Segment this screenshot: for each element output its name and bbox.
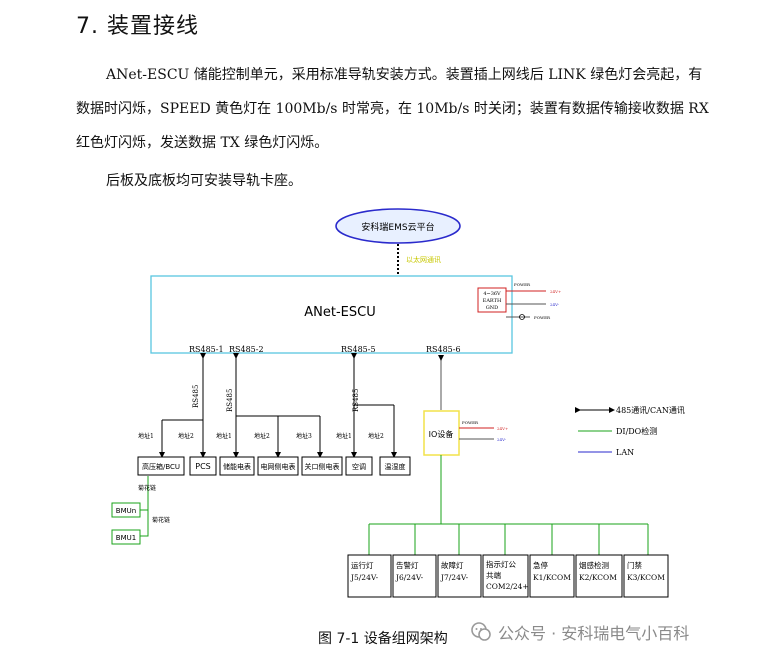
io-item-box-4 bbox=[482, 554, 529, 598]
addr-pcs: 地址2 bbox=[178, 432, 194, 440]
io-item-6-line-1: 烟感检测 bbox=[579, 560, 609, 570]
io-item-7-line-2: K3/KCOM bbox=[627, 573, 665, 582]
device-box-th bbox=[379, 456, 411, 476]
device-box-grid-meter bbox=[257, 456, 299, 476]
power-box bbox=[477, 287, 507, 313]
io-item-4: 指示灯公 共端 COM2/24+ bbox=[482, 554, 529, 598]
io-power-label: POWER bbox=[462, 420, 479, 425]
legend-label-lan: LAN bbox=[616, 448, 634, 457]
power-label-24vp: 24V+ bbox=[550, 289, 561, 294]
io-device-label: IO设备 bbox=[429, 429, 454, 439]
main-unit-box bbox=[150, 275, 513, 354]
bmu-chain-line bbox=[140, 476, 149, 537]
paragraph-rail: 后板及底板均可安装导轨卡座。 bbox=[106, 173, 302, 189]
port-rs485-5: RS485-5 bbox=[341, 345, 376, 354]
io-item-5-line-1: 急停 bbox=[533, 560, 548, 570]
device-label-bcu: 高压箱/BCU bbox=[142, 462, 180, 471]
io-item-4-line-3: COM2/24+ bbox=[486, 582, 529, 591]
io-drops bbox=[368, 524, 649, 555]
bus1-label: RS485 bbox=[192, 385, 200, 408]
device-box-storage-meter bbox=[219, 456, 255, 476]
figure-caption: 图 7-1 设备组网架构 bbox=[318, 631, 448, 647]
io-item-2-line-1: 告警灯 bbox=[396, 560, 419, 570]
bmu-box-n bbox=[111, 502, 141, 518]
cloud-link-label: 以太网通讯 bbox=[406, 255, 441, 264]
device-label-ac: 空调 bbox=[352, 462, 366, 471]
cloud-label: 安科瑞EMS云平台 bbox=[361, 221, 434, 233]
device-label-grid-meter: 电网侧电表 bbox=[261, 462, 296, 471]
device-label-pcs: PCS bbox=[195, 462, 211, 471]
io-item-4-line-1: 指示灯公 bbox=[486, 559, 516, 569]
io-item-6-line-2: K2/KCOM bbox=[579, 573, 617, 582]
io-item-1: 运行灯 J5/24V- bbox=[347, 554, 392, 598]
io-item-5-line-2: K1/KCOM bbox=[533, 573, 571, 582]
io-item-6: 烟感检测 K2/KCOM bbox=[575, 554, 623, 598]
device-label-storage-meter: 储能电表 bbox=[223, 462, 251, 471]
io-item-5: 急停 K1/KCOM bbox=[529, 554, 575, 598]
port-rs485-1: RS485-1 bbox=[189, 345, 224, 354]
bus5-label: RS485 bbox=[352, 389, 360, 412]
io-item-box-6 bbox=[575, 554, 623, 598]
addr-bcu: 地址1 bbox=[138, 432, 154, 440]
bmu-box-1 bbox=[111, 529, 141, 545]
power-label-top: POWER bbox=[514, 282, 531, 287]
io-item-1-line-2: J5/24V- bbox=[350, 573, 379, 582]
port-rs485-2: RS485-2 bbox=[229, 345, 264, 354]
addr-gate-meter: 地址3 bbox=[296, 432, 312, 440]
power-label-earth: POWER bbox=[534, 315, 551, 320]
io-item-2: 告警灯 J6/24V- bbox=[392, 554, 437, 598]
device-box-bcu bbox=[137, 456, 185, 476]
legend-label-dido: DI/DO检测 bbox=[616, 426, 657, 436]
cloud-ellipse bbox=[335, 208, 461, 244]
bmu-chain-label-1: 菊花链 bbox=[138, 484, 156, 492]
io-item-box-3 bbox=[437, 554, 482, 598]
device-box-gate-meter bbox=[301, 456, 343, 476]
bmu-label-n: BMUn bbox=[116, 507, 136, 515]
io-item-box-1 bbox=[347, 554, 392, 598]
section-heading: 7. 装置接线 bbox=[76, 14, 199, 39]
device-label-th: 温湿度 bbox=[385, 462, 406, 471]
watermark: 公众号 · 安科瑞电气小百科 bbox=[470, 620, 689, 644]
io-item-box-2 bbox=[392, 554, 437, 598]
io-item-3-line-2: J7/24V- bbox=[440, 573, 469, 582]
io-item-7-line-1: 门禁 bbox=[627, 561, 642, 570]
io-item-box-7 bbox=[623, 554, 669, 598]
io-item-2-line-2: J6/24V- bbox=[395, 573, 424, 582]
watermark-text: 公众号 · 安科瑞电气小百科 bbox=[498, 624, 690, 643]
io-power-24vp: 24V+ bbox=[497, 426, 508, 431]
io-item-3: 故障灯 J7/24V- bbox=[437, 554, 482, 598]
bus2-label: RS485 bbox=[226, 389, 234, 412]
io-item-4-line-2: 共端 bbox=[486, 570, 501, 580]
io-power-24vn: 24V- bbox=[497, 437, 507, 442]
addr-storage-meter: 地址1 bbox=[216, 432, 232, 440]
device-box-pcs bbox=[189, 456, 217, 476]
io-item-box-5 bbox=[529, 554, 575, 598]
device-box-ac bbox=[345, 456, 373, 476]
main-unit-label: ANet-ESCU bbox=[304, 305, 375, 320]
device-label-gate-meter: 关口侧电表 bbox=[305, 462, 340, 471]
bmu-label-1: BMU1 bbox=[116, 534, 136, 542]
earth-icon bbox=[519, 314, 525, 320]
power-box-line-2: EARTH bbox=[483, 298, 502, 304]
io-item-3-line-1: 故障灯 bbox=[441, 560, 464, 570]
port-rs485-6: RS485-6 bbox=[426, 345, 461, 354]
addr-ac: 地址1 bbox=[336, 432, 352, 440]
bmu-chain-label-2: 菊花链 bbox=[152, 516, 170, 524]
addr-th: 地址2 bbox=[368, 432, 384, 440]
io-item-1-line-1: 运行灯 bbox=[351, 560, 374, 570]
power-box-line-1: 4~36V bbox=[483, 291, 501, 297]
io-item-7: 门禁 K3/KCOM bbox=[623, 554, 669, 598]
paragraph-install: ANet-ESCU 储能控制单元，采用标准导轨安装方式。装置插上网线后 LINK… bbox=[76, 67, 709, 151]
device-row: 高压箱/BCU PCS 储能电表 电网侧电表 关口侧电表 空调 温湿度 bbox=[137, 456, 411, 476]
io-device-box bbox=[423, 410, 460, 456]
power-box-line-3: GND bbox=[486, 305, 498, 311]
wechat-icon bbox=[471, 622, 491, 641]
legend-label-485: 485通讯/CAN通讯 bbox=[616, 405, 685, 415]
power-label-24vn: 24V- bbox=[550, 302, 560, 307]
addr-grid-meter: 地址2 bbox=[254, 432, 270, 440]
